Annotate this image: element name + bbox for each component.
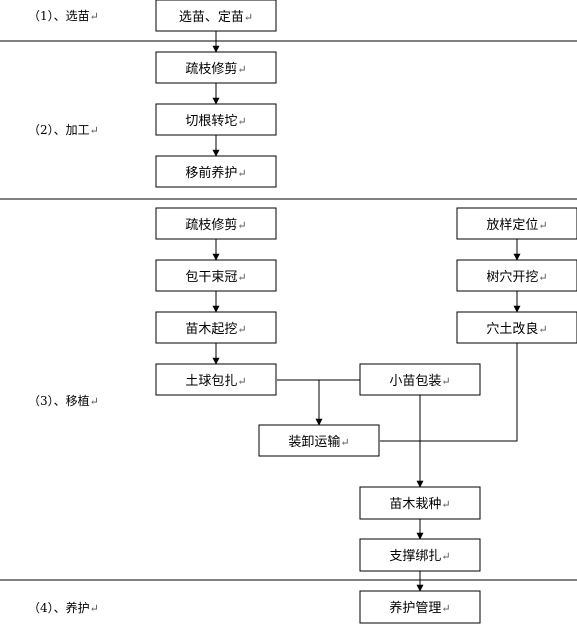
box-soil-improve <box>456 311 577 344</box>
box-dig-hole <box>456 259 577 292</box>
box-layout-pos <box>456 207 577 240</box>
box-label-select-fix: 选苗、定苗↵ <box>179 10 253 25</box>
box-label-transport: 装卸运输↵ <box>288 434 349 450</box>
box-pre-care <box>155 155 277 188</box>
box-prune-2 <box>155 207 277 240</box>
box-maintain <box>359 590 481 624</box>
box-cut-root <box>155 103 277 136</box>
box-prune-1 <box>155 51 277 84</box>
box-transport <box>258 424 380 457</box>
box-label-dig-tree: 苗木起挖↵ <box>185 322 246 337</box>
box-label-prune-2: 疏枝修剪↵ <box>185 217 246 233</box>
box-label-pre-care: 移前养护↵ <box>185 165 246 181</box>
box-wrap-trunk <box>155 259 277 292</box>
stage-label-process: （2）、加工↵ <box>28 123 99 137</box>
box-label-planting: 苗木栽种↵ <box>389 496 450 512</box>
box-ball-wrap <box>155 363 277 396</box>
box-dig-tree <box>155 311 277 344</box>
box-label-maintain: 养护管理↵ <box>389 600 450 616</box>
connector <box>380 343 518 442</box>
stage-label-transplant: （3）、移植↵ <box>28 393 99 408</box>
box-label-soil-improve: 穴土改良↵ <box>486 321 547 337</box>
box-planting <box>359 486 481 520</box>
box-label-support-tie: 支撑绑扎↵ <box>389 549 450 564</box>
box-label-prune-1: 疏枝修剪↵ <box>185 61 246 77</box>
box-label-layout-pos: 放样定位↵ <box>486 218 547 233</box>
box-label-ball-wrap: 土球包扎↵ <box>185 374 246 389</box>
box-support-tie <box>359 538 481 572</box>
stage-label-select: （1）、选苗↵ <box>28 9 99 23</box>
box-label-wrap-trunk: 包干束冠↵ <box>185 270 246 285</box>
box-label-small-pack: 小苗包装↵ <box>389 374 450 389</box>
stage-label-maintain: （4）、养护↵ <box>28 600 99 615</box>
box-label-dig-hole: 树穴开挖↵ <box>486 270 547 285</box>
box-label-cut-root: 切根转坨↵ <box>185 113 246 129</box>
box-small-pack <box>359 363 481 396</box>
box-select-fix <box>155 0 277 32</box>
